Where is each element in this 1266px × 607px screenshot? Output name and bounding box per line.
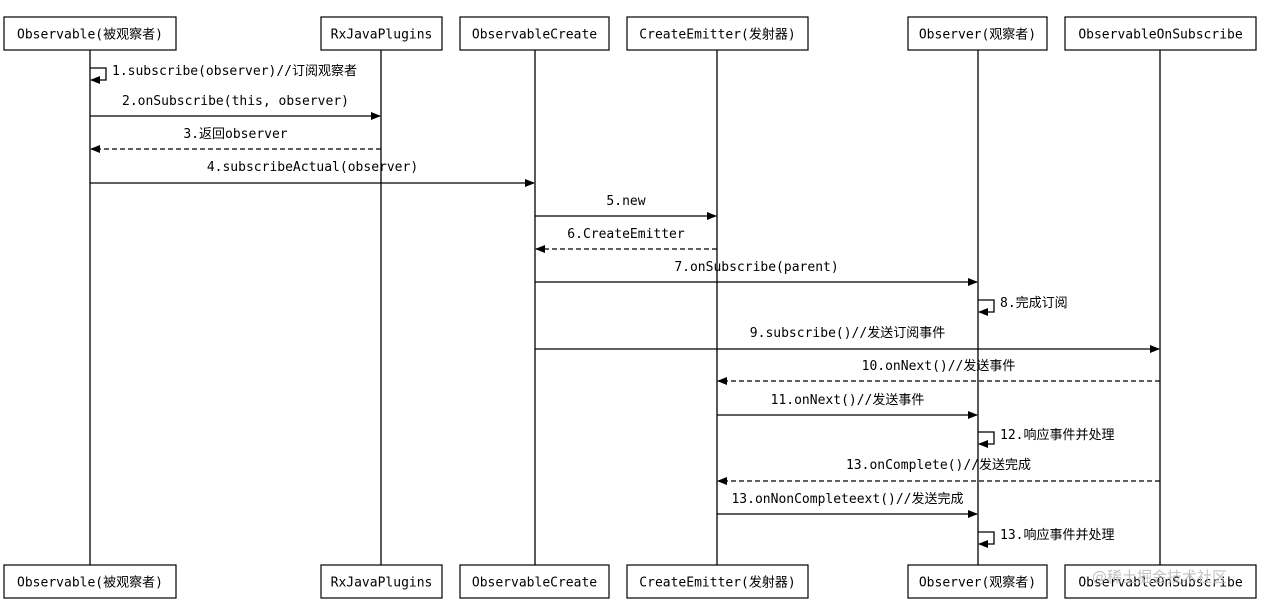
participant-box-ce-bottom: CreateEmitter(发射器) xyxy=(626,564,809,599)
message-3: 3.返回observer xyxy=(90,127,381,153)
participant-box-rx-bottom: RxJavaPlugins xyxy=(320,564,443,599)
participant-rect xyxy=(1064,564,1257,599)
message-2: 2.onSubscribe(this, observer) xyxy=(90,94,381,120)
self-message-arrow xyxy=(90,67,107,84)
message-8: 8.完成订阅 xyxy=(978,296,1068,316)
participant-box-oos-top: ObservableOnSubscribe xyxy=(1064,16,1257,51)
participant-rect xyxy=(3,564,177,599)
message-label: 13.响应事件并处理 xyxy=(1000,527,1114,543)
message-label: 5.new xyxy=(606,194,645,209)
participant-rect xyxy=(320,16,443,51)
message-label: 12.响应事件并处理 xyxy=(1000,427,1114,443)
participant-box-oos-bottom: ObservableOnSubscribe xyxy=(1064,564,1257,599)
participant-rect xyxy=(626,16,809,51)
participant-rect xyxy=(1064,16,1257,51)
participant-box-obs-bottom: Observable(被观察者) xyxy=(3,564,177,599)
participant-label: RxJavaPlugins xyxy=(331,28,433,43)
message-11: 11.onNext()//发送事件 xyxy=(717,392,978,419)
message-label: 13.onNonCompleteext()//发送完成 xyxy=(731,491,963,507)
message-6: 6.CreateEmitter xyxy=(535,227,717,253)
message-7: 7.onSubscribe(parent) xyxy=(535,260,978,286)
message-label: 6.CreateEmitter xyxy=(567,227,685,242)
participant-label: CreateEmitter(发射器) xyxy=(639,575,795,591)
participant-box-ob-top: Observer(观察者) xyxy=(907,16,1048,51)
self-message-arrow xyxy=(978,531,995,548)
self-message-arrow xyxy=(978,299,995,316)
message-13: 13.onComplete()//发送完成 xyxy=(717,457,1160,485)
message-label: 8.完成订阅 xyxy=(1000,296,1068,311)
participant-rect xyxy=(3,16,177,51)
participant-label: ObservableOnSubscribe xyxy=(1078,28,1243,43)
message-14: 13.onNonCompleteext()//发送完成 xyxy=(717,491,978,518)
participant-box-rx-top: RxJavaPlugins xyxy=(320,16,443,51)
participant-label: ObservableOnSubscribe xyxy=(1078,576,1243,591)
message-12: 12.响应事件并处理 xyxy=(978,427,1114,448)
participant-rect xyxy=(459,564,610,599)
message-label: 3.返回observer xyxy=(183,127,287,142)
participant-label: RxJavaPlugins xyxy=(331,576,433,591)
message-4: 4.subscribeActual(observer) xyxy=(90,160,535,187)
participant-box-ob-bottom: Observer(观察者) xyxy=(907,564,1048,599)
message-label: 11.onNext()//发送事件 xyxy=(771,392,925,408)
message-label: 1.subscribe(observer)//订阅观察者 xyxy=(112,64,357,79)
participant-rect xyxy=(320,564,443,599)
participant-label: ObservableCreate xyxy=(472,28,597,43)
message-label: 13.onComplete()//发送完成 xyxy=(846,457,1031,473)
participant-label: Observer(观察者) xyxy=(919,576,1036,591)
participant-label: Observable(被观察者) xyxy=(17,28,163,43)
participant-box-oc-top: ObservableCreate xyxy=(459,16,610,51)
participant-label: ObservableCreate xyxy=(472,576,597,591)
participant-box-obs-top: Observable(被观察者) xyxy=(3,16,177,51)
message-15: 13.响应事件并处理 xyxy=(978,527,1114,548)
message-10: 10.onNext()//发送事件 xyxy=(717,358,1160,385)
message-5: 5.new xyxy=(535,194,717,220)
message-label: 2.onSubscribe(this, observer) xyxy=(122,94,349,109)
participant-rect xyxy=(459,16,610,51)
message-label: 10.onNext()//发送事件 xyxy=(862,358,1016,374)
participant-label: Observer(观察者) xyxy=(919,28,1036,43)
message-label: 9.subscribe()//发送订阅事件 xyxy=(750,325,945,341)
participant-rect xyxy=(907,564,1048,599)
participant-box-ce-top: CreateEmitter(发射器) xyxy=(626,16,809,51)
participant-rect xyxy=(907,16,1048,51)
self-message-arrow xyxy=(978,431,995,448)
message-1: 1.subscribe(observer)//订阅观察者 xyxy=(90,64,357,84)
participant-box-oc-bottom: ObservableCreate xyxy=(459,564,610,599)
participant-label: Observable(被观察者) xyxy=(17,576,163,591)
message-label: 4.subscribeActual(observer) xyxy=(207,160,418,175)
participant-label: CreateEmitter(发射器) xyxy=(639,27,795,43)
message-label: 7.onSubscribe(parent) xyxy=(674,260,838,275)
message-9: 9.subscribe()//发送订阅事件 xyxy=(535,325,1160,353)
watermark-text: @稀土掘金技术社区 xyxy=(1092,568,1227,586)
participant-rect xyxy=(626,564,809,599)
